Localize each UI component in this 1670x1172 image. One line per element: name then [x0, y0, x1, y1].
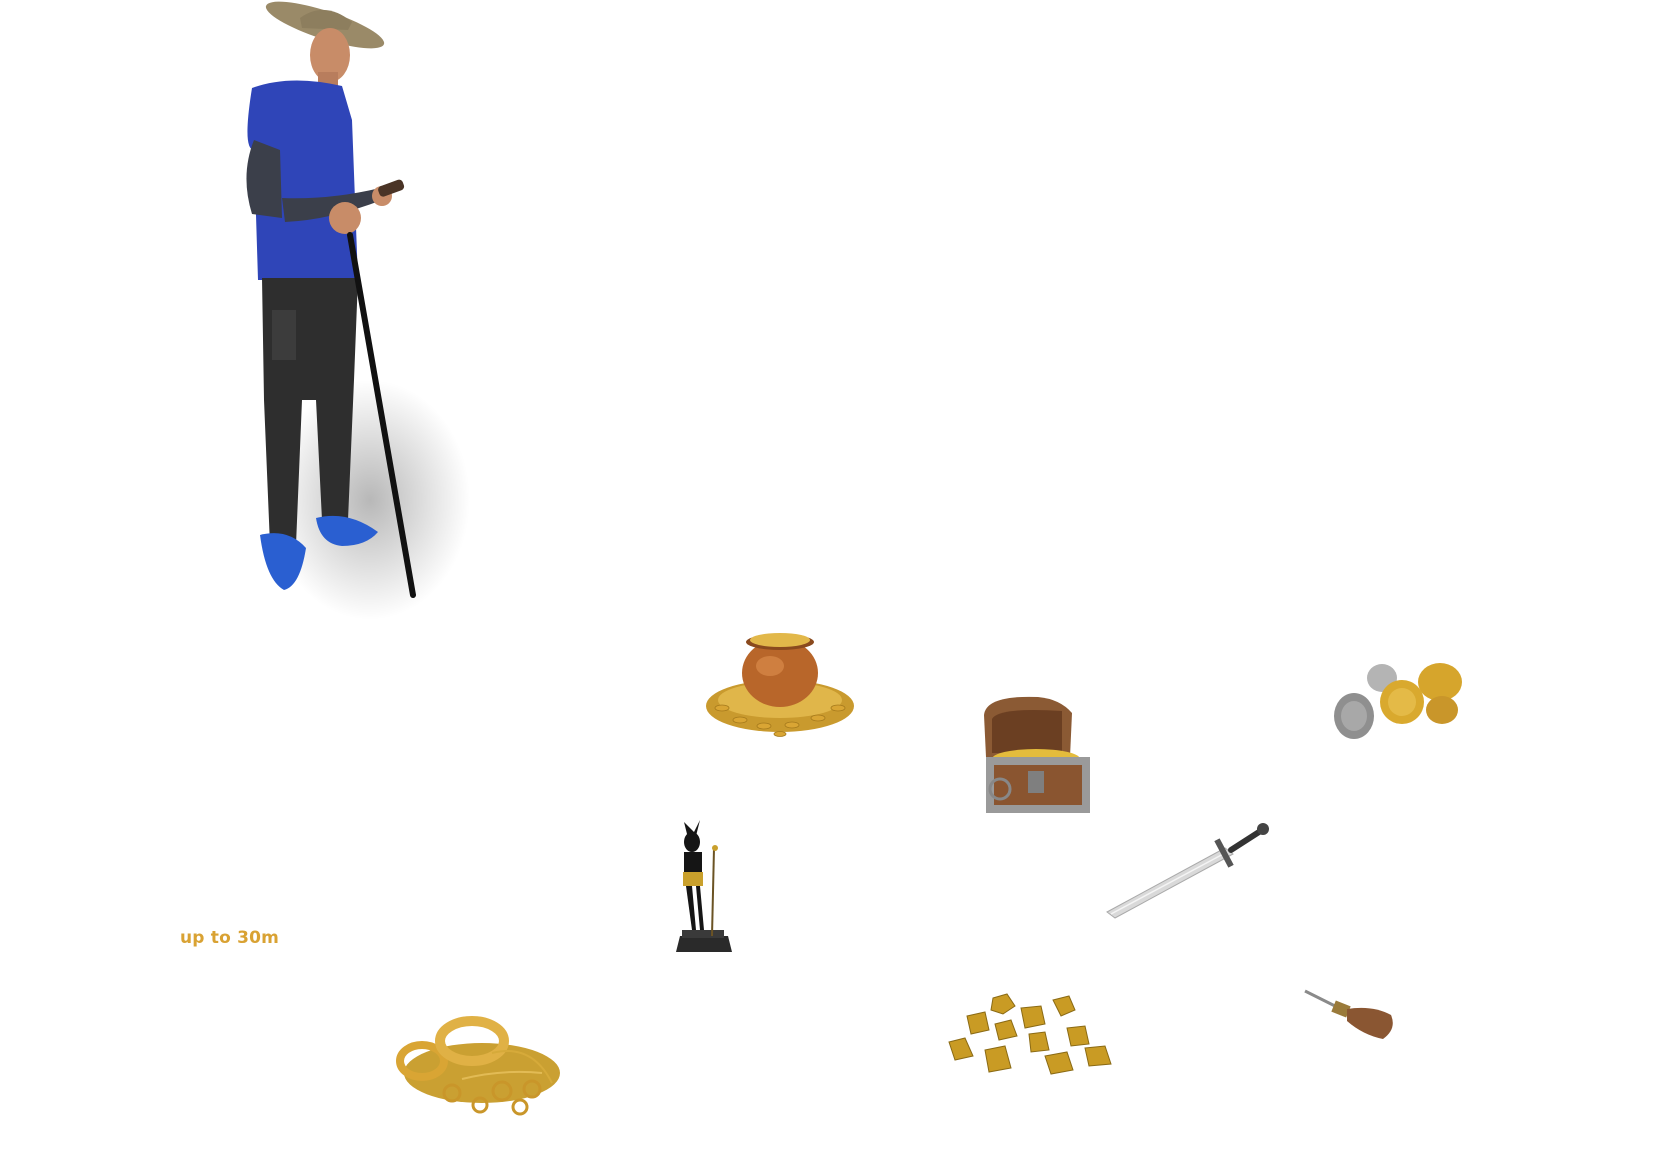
pot-of-gold-icon	[706, 633, 854, 737]
jewelry-icon	[396, 1016, 560, 1116]
treasure-chest-icon	[984, 696, 1090, 813]
coins-icon	[1334, 663, 1462, 739]
depth-label: up to 30m	[180, 928, 280, 948]
nuggets-icon	[948, 993, 1112, 1075]
person-detector-icon	[246, 1, 470, 620]
shovel-icon	[1304, 989, 1393, 1039]
sword-icon	[1106, 823, 1269, 919]
statue-icon	[676, 820, 732, 952]
